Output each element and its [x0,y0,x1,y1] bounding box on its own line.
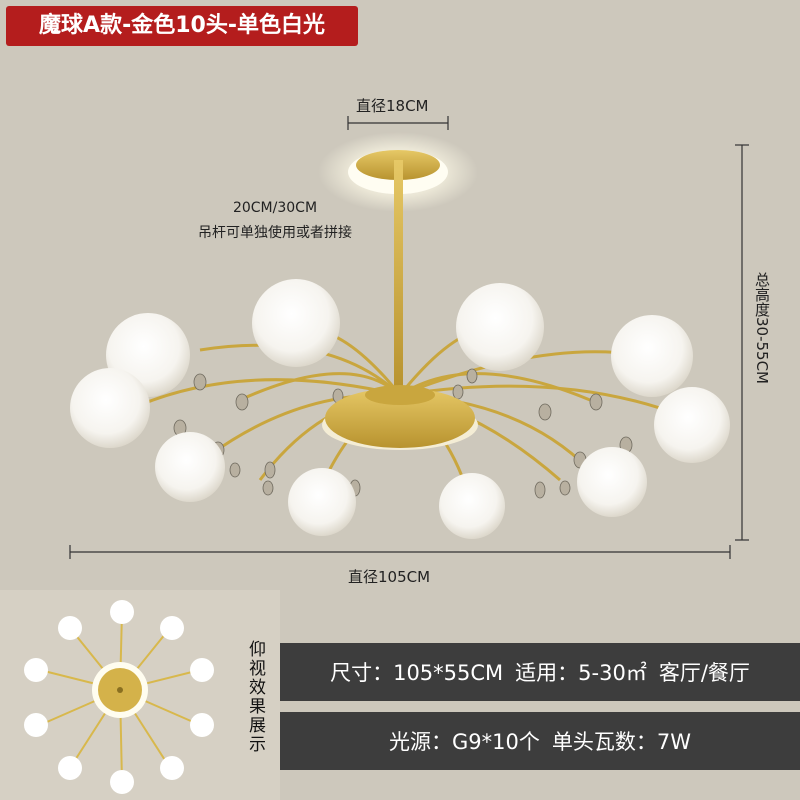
spec-applicable: 适用：5-30㎡ [515,661,647,685]
dimension-lines [69,116,749,559]
spec-rooms: 客厅/餐厅 [658,661,750,685]
top-diameter-label: 直径18CM [356,97,429,115]
rod-note-text: 吊杆可单独使用或者拼接 [198,225,352,241]
center-disc [325,388,475,448]
globe-bulbs [70,279,730,539]
diameter-label: 直径105CM [348,568,431,586]
bottom-view-bulbs [24,600,214,794]
bottom-view-label: 仰视效果展示 [245,640,265,754]
spec-light-source: 光源：G9*10个 [389,730,540,754]
spec-size: 尺寸：105*55CM [330,661,504,685]
total-height-label: 总高度30-55CM [753,272,771,385]
product-title-badge: 魔球A款-金色10头-单色白光 [6,6,358,46]
spec-wattage: 单头瓦数：7W [551,730,691,754]
bottom-view-inset [0,590,280,800]
bottom-view-illustration [24,600,214,794]
bottom-view-center-screw [117,687,123,693]
spec-bar-size: 尺寸：105*55CM 适用：5-30㎡ 客厅/餐厅 [280,643,800,701]
spec-bar-light: 光源：G9*10个 单头瓦数：7W [280,712,800,770]
center-hub [365,385,435,405]
rod-note-sizes: 20CM/30CM [232,200,318,216]
hanging-rod [394,160,403,390]
